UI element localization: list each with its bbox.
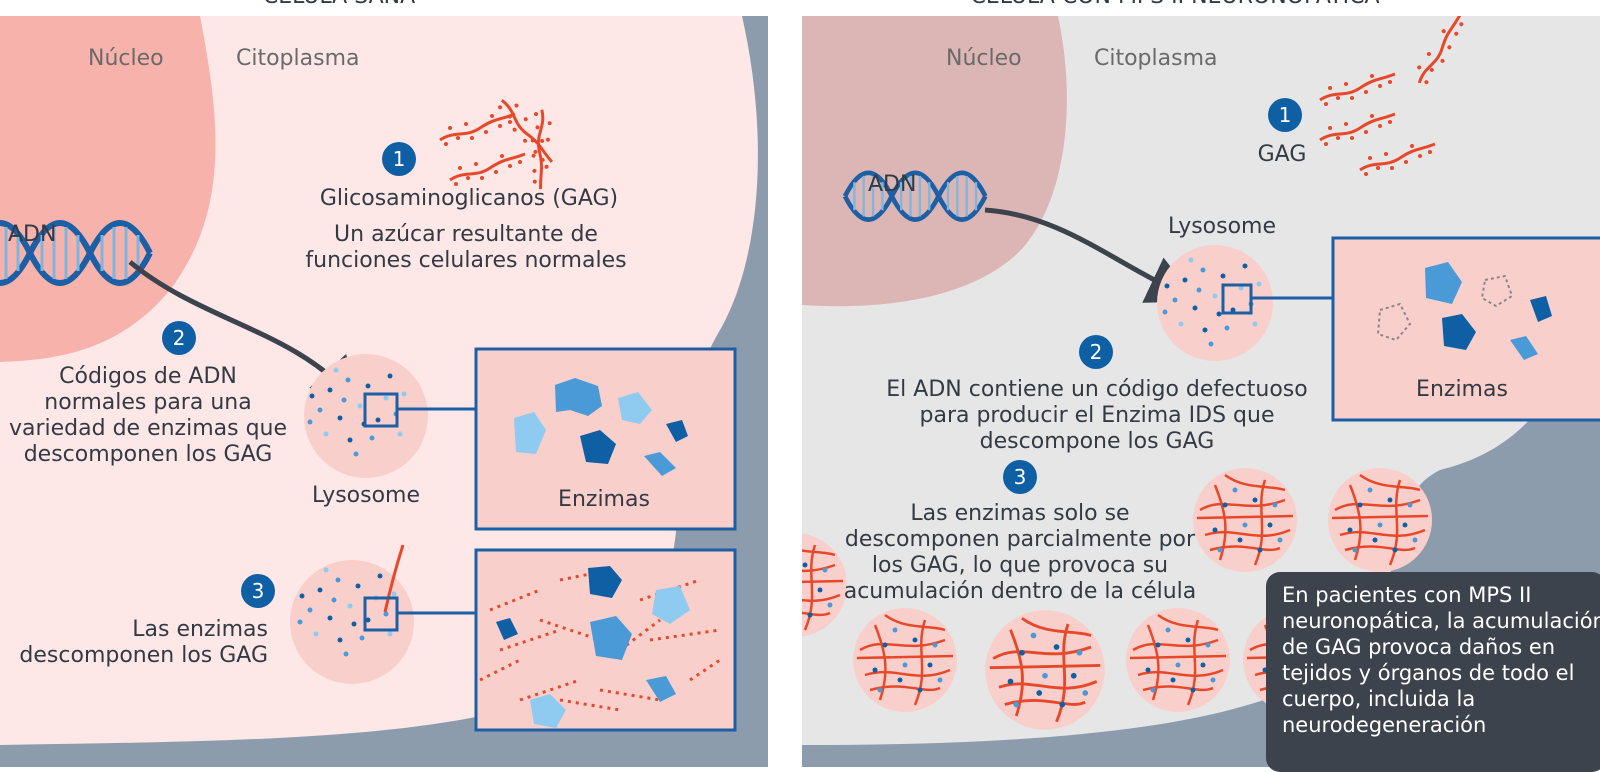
enzymes-label-2: Enzimas: [1416, 377, 1508, 402]
step2-badge-2: 2: [1079, 335, 1113, 369]
info-callout: En pacientes con MPS II neuronopática, l…: [1266, 572, 1600, 772]
lysosome-label: Lysosome: [311, 483, 421, 508]
enzyme-shapes: [514, 378, 688, 476]
enzyme-shapes-2: [496, 566, 690, 728]
cytoplasm-label-2: Citoplasma: [1094, 46, 1218, 71]
note-line6: neurodegeneración: [1282, 713, 1487, 737]
right-panel-title: CÉLULA CON MPS II NEURONOPÁTICA: [970, 0, 1379, 10]
step3-badge: 3: [241, 574, 275, 608]
step1-line2: funciones celulares normales: [305, 248, 627, 273]
panel-divider: [768, 0, 802, 767]
nucleus-label-2: Núcleo: [946, 46, 1022, 71]
lysosome-2: [290, 560, 414, 684]
note-line5: cuerpo, incluida la: [1282, 687, 1476, 711]
step3-line1-2: Las enzimas solo se: [910, 501, 1130, 526]
note-line1: En pacientes con MPS II: [1282, 583, 1532, 607]
step1-badge: 1: [382, 142, 416, 176]
step3-badge-2: 3: [1003, 460, 1037, 494]
step3-line2: descomponen los GAG: [19, 643, 268, 668]
title-strip: [0, 0, 1600, 16]
step2-line1-2: El ADN contiene un código defectuoso: [886, 377, 1308, 402]
step2-line2-2: para producir el Enzima IDS que: [919, 403, 1275, 428]
step2-line4: descomponen los GAG: [23, 442, 273, 467]
step2-line2: normales para una: [44, 390, 252, 415]
nucleus-label: Núcleo: [88, 46, 164, 71]
step1-badge-2: 1: [1268, 98, 1302, 132]
enzyme-shapes-3: [1376, 262, 1552, 360]
lysosome-label-2: Lysosome: [1167, 214, 1277, 239]
gag-strand: [383, 544, 405, 613]
step3-line4-2: acumulación dentro de la célula: [843, 579, 1197, 604]
lysosome-3: [1157, 245, 1273, 361]
note-line2: neuronopática, la acumulación: [1282, 609, 1600, 633]
note-line4: tejidos y órganos de todo el: [1282, 661, 1575, 685]
gag-label: GAG: [1257, 142, 1307, 167]
step2-line3: variedad de enzimas que: [8, 416, 288, 441]
gag-fragments: [479, 568, 721, 712]
full-lysosome-4: [983, 608, 1107, 732]
step3-line1: Las enzimas: [132, 617, 268, 642]
dna-label: ADN: [8, 222, 57, 247]
disease-nucleus: [802, 16, 1067, 307]
cytoplasm-label: Citoplasma: [236, 46, 360, 71]
healthy-cell-panel: [0, 16, 768, 767]
step1-title: Glicosaminoglicanos (GAG): [319, 186, 619, 211]
full-lysosome-2: [1326, 466, 1434, 574]
step2-badge: 2: [162, 321, 196, 355]
full-lysosome-5: [1124, 606, 1232, 714]
step1-line1: Un azúcar resultante de: [334, 222, 598, 247]
enzymes-label: Enzimas: [558, 487, 650, 512]
step2-line1: Códigos de ADN: [59, 364, 237, 389]
dna-label-2: ADN: [868, 172, 917, 197]
full-lysosome-3: [851, 606, 959, 714]
step2-line3-2: descompone los GAG: [979, 429, 1215, 454]
full-lysosome-1: [1191, 466, 1299, 574]
note-line3: de GAG provoca daños en: [1282, 635, 1556, 659]
left-panel-title: CÉLULA SANA: [263, 0, 415, 10]
step3-line3-2: los GAG, lo que provoca su: [871, 553, 1169, 578]
step3-line2-2: descomponen parcialmente por: [844, 527, 1196, 552]
dna-arrow-2: [984, 207, 1199, 303]
